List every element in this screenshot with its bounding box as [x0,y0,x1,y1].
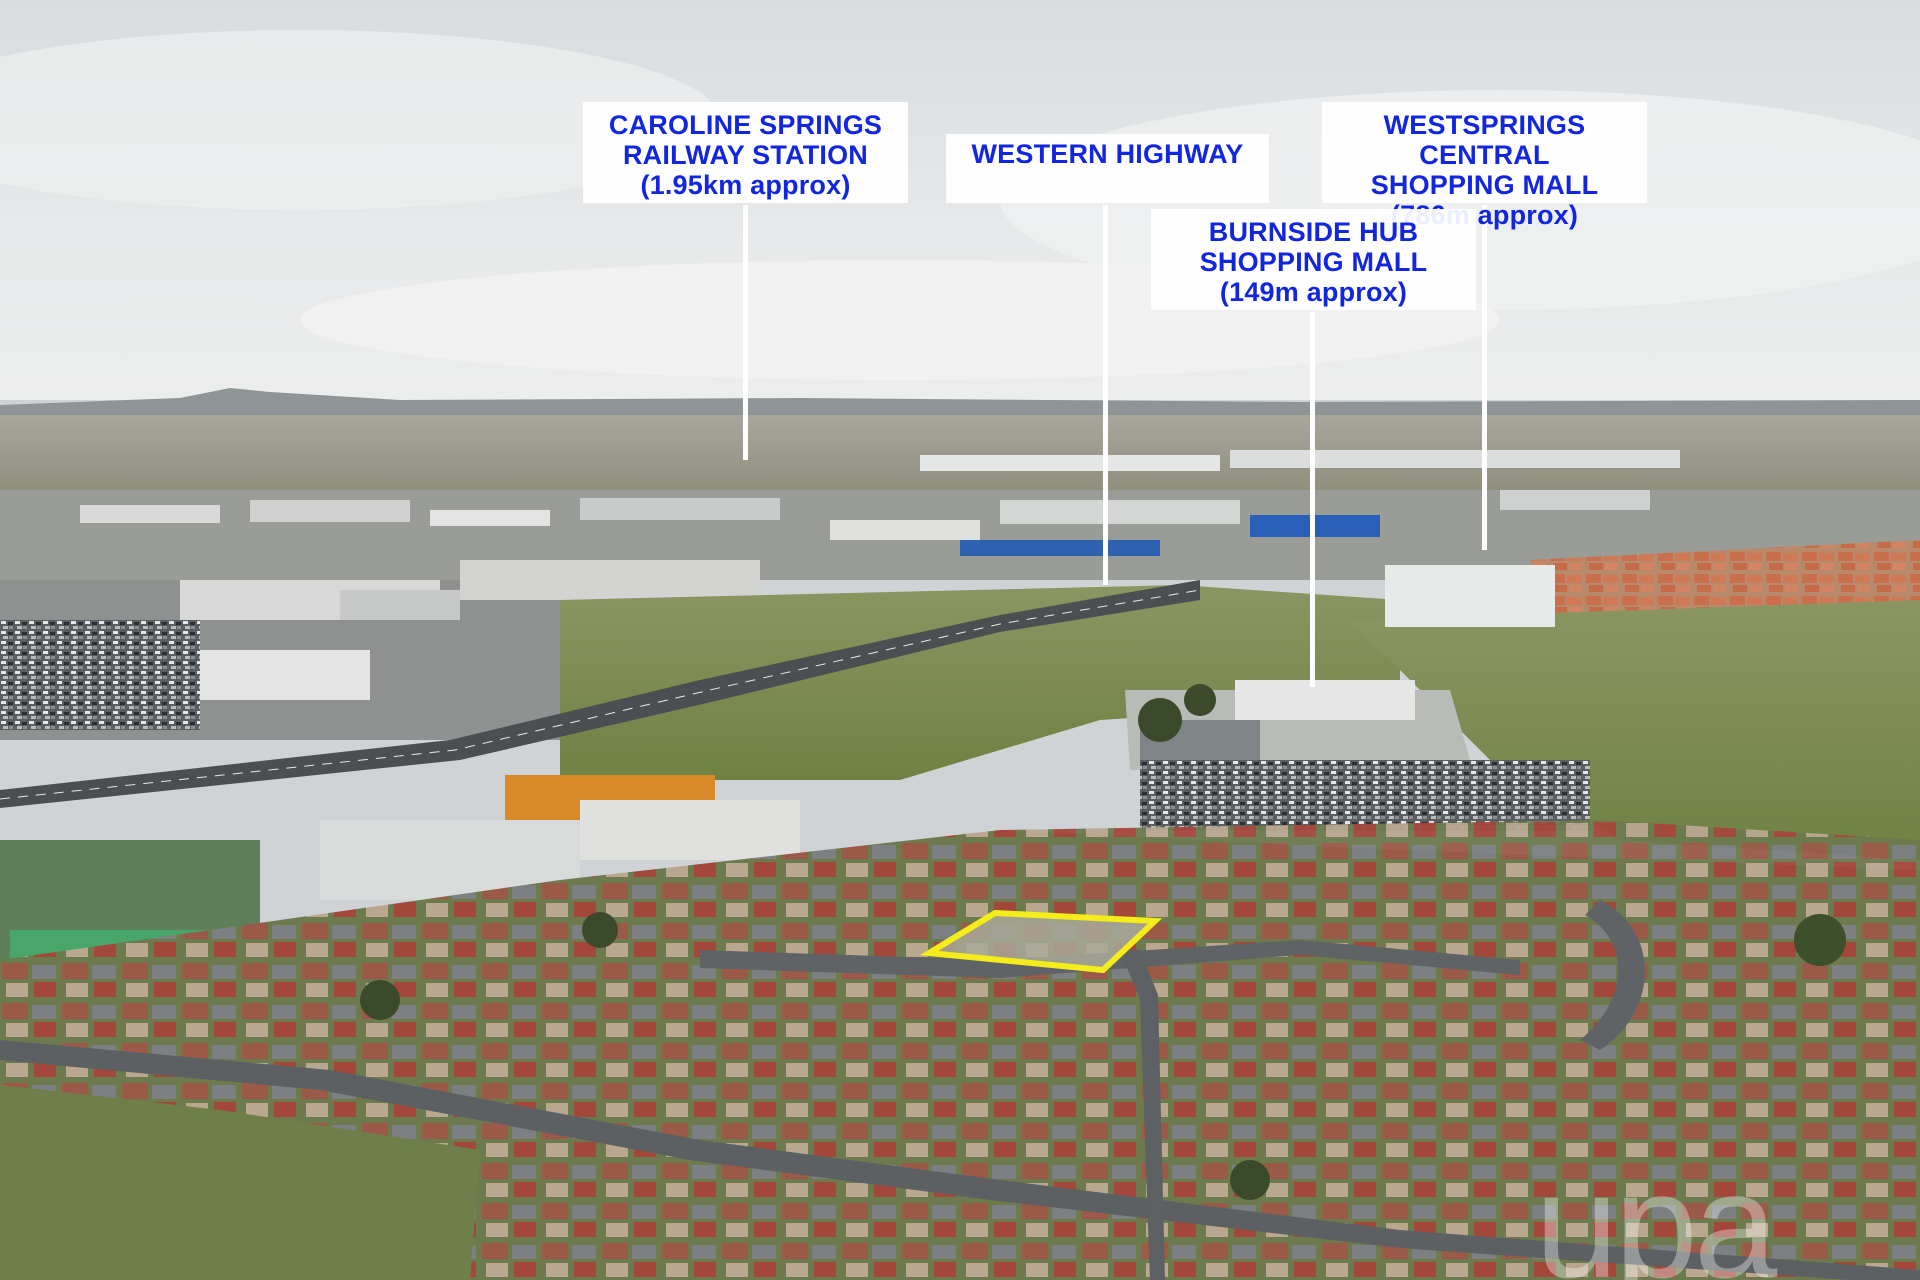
callout-caroline-line2: RAILWAY STATION [622,140,869,170]
site-highlight-outline [919,909,1163,974]
caroline-leader-line [743,205,748,460]
callout-burnside-line2: SHOPPING MALL [1199,247,1428,277]
western-leader-line [1103,205,1108,585]
callout-caroline-line3: (1.95km approx) [640,170,851,200]
callout-western-highway: WESTERN HIGHWAY [946,134,1269,203]
callout-westsprings-central: WESTSPRINGS CENTRAL SHOPPING MALL (786m … [1322,102,1647,230]
callout-caroline-line1: CAROLINE SPRINGS [608,110,883,140]
callout-burnside-line1: BURNSIDE HUB [1208,217,1419,247]
callout-western-line1: WESTERN HIGHWAY [971,139,1244,169]
westsprings-leader-line [1482,205,1487,550]
callout-burnside-line3: (149m approx) [1219,277,1408,307]
upa-watermark-logo: upa [1535,1141,1777,1280]
callout-westsprings-line2: SHOPPING MALL [1370,170,1599,200]
callout-burnside-hub: BURNSIDE HUB SHOPPING MALL (149m approx) [1151,209,1476,310]
burnside-leader-line [1310,312,1315,687]
callout-caroline-springs: CAROLINE SPRINGS RAILWAY STATION (1.95km… [583,102,908,203]
callout-westsprings-line1: WESTSPRINGS CENTRAL [1383,110,1586,170]
